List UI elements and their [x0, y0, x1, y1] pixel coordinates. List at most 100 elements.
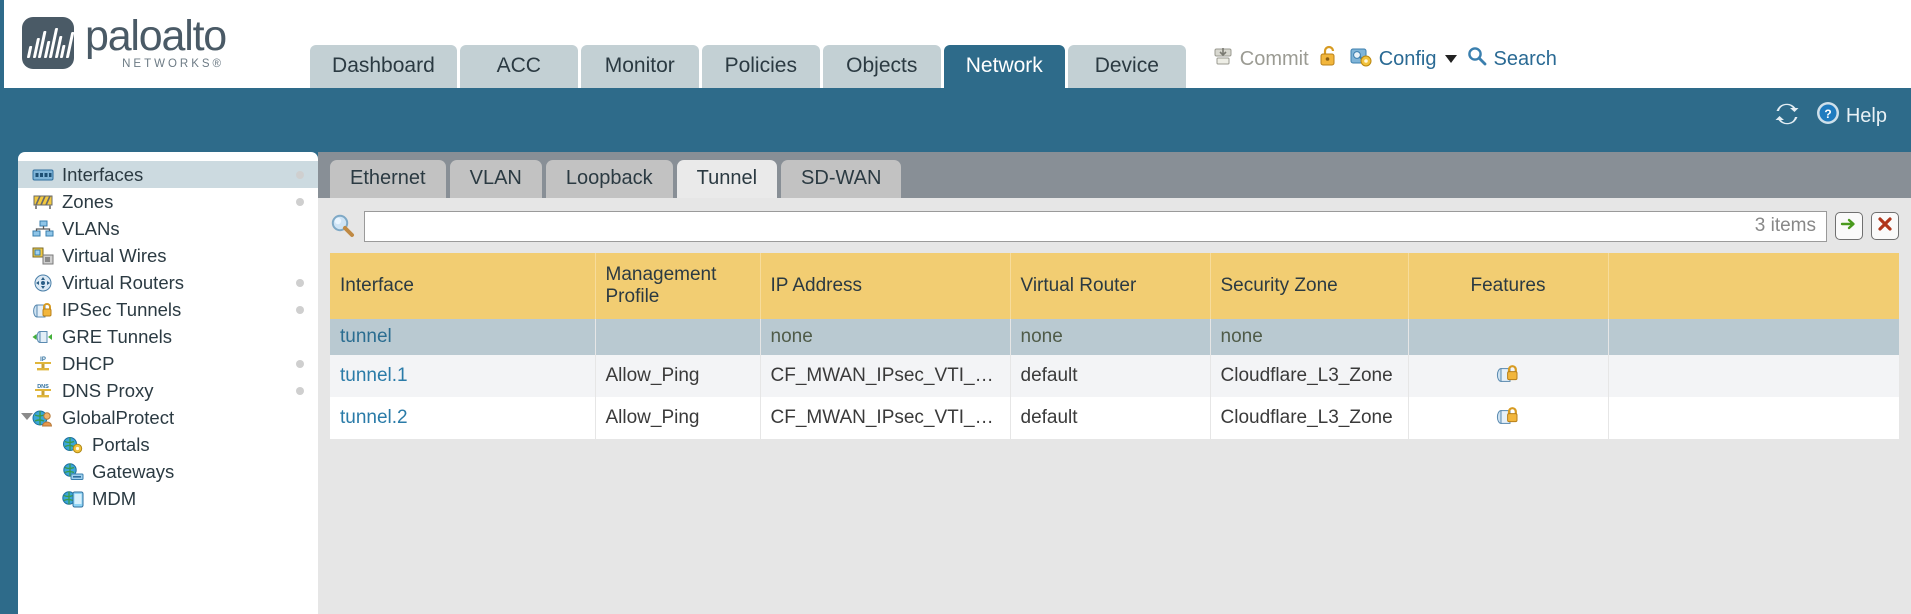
green-arrow-apply-icon	[1839, 214, 1859, 239]
svg-text:IP: IP	[40, 357, 46, 363]
cell-interface[interactable]: tunnel.2	[330, 397, 596, 439]
sidebar-item-label: Virtual Wires	[62, 244, 167, 266]
sidebar-item-vlans[interactable]: VLANs	[18, 215, 318, 242]
sidebar-item-dhcp[interactable]: IP DHCP	[18, 350, 318, 377]
tab-device[interactable]: Device	[1067, 45, 1186, 88]
virtual-routers-icon	[32, 274, 54, 292]
sidebar-item-globalprotect[interactable]: GlobalProtect	[18, 404, 318, 431]
sidebar-item-interfaces[interactable]: Interfaces	[18, 161, 318, 188]
filter-bar: 3 items	[330, 208, 1899, 244]
table-header-row: Interface Management Profile IP Address …	[330, 253, 1899, 319]
ipsec-tunnel-lock-icon	[1495, 365, 1521, 389]
cell-spacer	[1608, 319, 1899, 355]
column-header-management-profile[interactable]: Management Profile	[595, 253, 761, 319]
sidebar-item-zones[interactable]: Zones	[18, 188, 318, 215]
cell-features	[1408, 397, 1609, 439]
sidebar-item-label: GRE Tunnels	[62, 325, 173, 347]
sidebar-item-mdm[interactable]: MDM	[18, 485, 318, 512]
tab-monitor[interactable]: Monitor	[580, 45, 699, 88]
search-magnifier-icon	[330, 213, 356, 239]
sidebar-item-virtual-wires[interactable]: Virtual Wires	[18, 242, 318, 269]
sidebar-item-ipsec-tunnels[interactable]: IPSec Tunnels	[18, 296, 318, 323]
red-x-clear-icon	[1875, 214, 1895, 239]
tab-dashboard[interactable]: Dashboard	[310, 45, 457, 88]
main-content: Ethernet VLAN Loopback Tunnel SD-WAN 3 i…	[318, 152, 1911, 614]
context-blue-bar: ? Help	[0, 88, 1911, 144]
config-menu-button[interactable]: Config	[1349, 44, 1457, 74]
tab-objects[interactable]: Objects	[822, 45, 941, 88]
cell-virtual-router: default	[1010, 355, 1211, 397]
sidebar-item-label: Interfaces	[62, 163, 144, 185]
clear-filter-button[interactable]	[1871, 212, 1899, 240]
tab-policies[interactable]: Policies	[701, 45, 820, 88]
column-header-interface[interactable]: Interface	[330, 253, 596, 319]
sidebar-item-label: DNS Proxy	[62, 379, 154, 401]
sidebar-item-label: VLANs	[62, 217, 120, 239]
table-row[interactable]: tunnel none none none	[330, 319, 1899, 355]
vlans-icon	[32, 220, 54, 238]
network-sidebar: Interfaces Zones VLANs Virtual Wires	[18, 152, 318, 614]
cell-features	[1408, 319, 1609, 355]
cell-interface[interactable]: tunnel.1	[330, 355, 596, 397]
search-label: Search	[1493, 47, 1557, 70]
table-row[interactable]: tunnel.2 Allow_Ping CF_MWAN_IPsec_VTI_02…	[330, 397, 1899, 439]
cell-spacer	[1608, 397, 1899, 439]
commit-label: Commit	[1239, 47, 1309, 70]
virtual-wires-icon	[32, 247, 54, 265]
main-tab-bar: Dashboard ACC Monitor Policies Objects N…	[310, 45, 1186, 88]
config-label: Config	[1378, 47, 1437, 70]
globalprotect-icon	[32, 409, 54, 427]
sidebar-status-dot	[296, 360, 304, 368]
subtab-sdwan[interactable]: SD-WAN	[781, 160, 902, 198]
cell-features	[1408, 355, 1609, 397]
ipsec-tunnels-icon	[32, 301, 54, 319]
sidebar-item-dns-proxy[interactable]: DNS DNS Proxy	[18, 377, 318, 404]
brand-logo-block: paloalto NETWORKS®	[4, 15, 227, 88]
refresh-icon[interactable]	[1774, 102, 1800, 131]
cell-virtual-router: none	[1010, 319, 1211, 355]
tab-network[interactable]: Network	[943, 45, 1065, 88]
apply-filter-button[interactable]	[1835, 212, 1863, 240]
sidebar-item-gre-tunnels[interactable]: GRE Tunnels	[18, 323, 318, 350]
body-container: Interfaces Zones VLANs Virtual Wires	[0, 144, 1911, 614]
column-header-security-zone[interactable]: Security Zone	[1210, 253, 1409, 319]
search-button[interactable]: Search	[1466, 45, 1557, 73]
lock-button[interactable]	[1318, 44, 1340, 74]
unlock-padlock-icon	[1318, 44, 1340, 74]
cell-security-zone: Cloudflare_L3_Zone	[1210, 355, 1409, 397]
sidebar-status-dot	[296, 171, 304, 179]
mdm-icon	[62, 490, 84, 508]
table-row[interactable]: tunnel.1 Allow_Ping CF_MWAN_IPsec_VTI_01…	[330, 355, 1899, 397]
column-header-virtual-router[interactable]: Virtual Router	[1010, 253, 1211, 319]
zones-icon	[32, 193, 54, 211]
sidebar-item-label: Gateways	[92, 460, 175, 482]
subtab-loopback[interactable]: Loopback	[545, 160, 673, 198]
column-header-ip-address[interactable]: IP Address	[760, 253, 1011, 319]
search-input[interactable]: 3 items	[364, 210, 1827, 242]
item-count-label: 3 items	[1754, 215, 1816, 236]
sidebar-item-virtual-routers[interactable]: Virtual Routers	[18, 269, 318, 296]
column-header-features[interactable]: Features	[1408, 253, 1609, 319]
sidebar-status-dot	[296, 198, 304, 206]
subtab-vlan[interactable]: VLAN	[449, 160, 542, 198]
dhcp-icon: IP	[32, 355, 54, 373]
subtab-tunnel[interactable]: Tunnel	[676, 160, 778, 198]
sidebar-item-portals[interactable]: Portals	[18, 431, 318, 458]
sidebar-item-gateways[interactable]: Gateways	[18, 458, 318, 485]
help-button[interactable]: ? Help	[1816, 101, 1887, 131]
sidebar-item-label: Portals	[92, 433, 150, 455]
gre-tunnels-icon	[32, 328, 54, 346]
tab-acc[interactable]: ACC	[459, 45, 578, 88]
header-toolbar: Commit Config	[1212, 44, 1557, 88]
cell-ip-address: CF_MWAN_IPsec_VTI_01_...	[760, 355, 1011, 397]
commit-save-icon	[1212, 45, 1234, 73]
sidebar-item-label: Zones	[62, 190, 114, 212]
chevron-down-icon	[1444, 55, 1457, 63]
sidebar-item-label: GlobalProtect	[62, 406, 175, 428]
subtab-ethernet[interactable]: Ethernet	[330, 160, 446, 198]
commit-button[interactable]: Commit	[1212, 45, 1309, 73]
chevron-down-icon[interactable]	[21, 413, 33, 420]
cell-interface[interactable]: tunnel	[330, 319, 596, 355]
sidebar-status-dot	[296, 306, 304, 314]
paloalto-logo-icon	[22, 17, 74, 69]
